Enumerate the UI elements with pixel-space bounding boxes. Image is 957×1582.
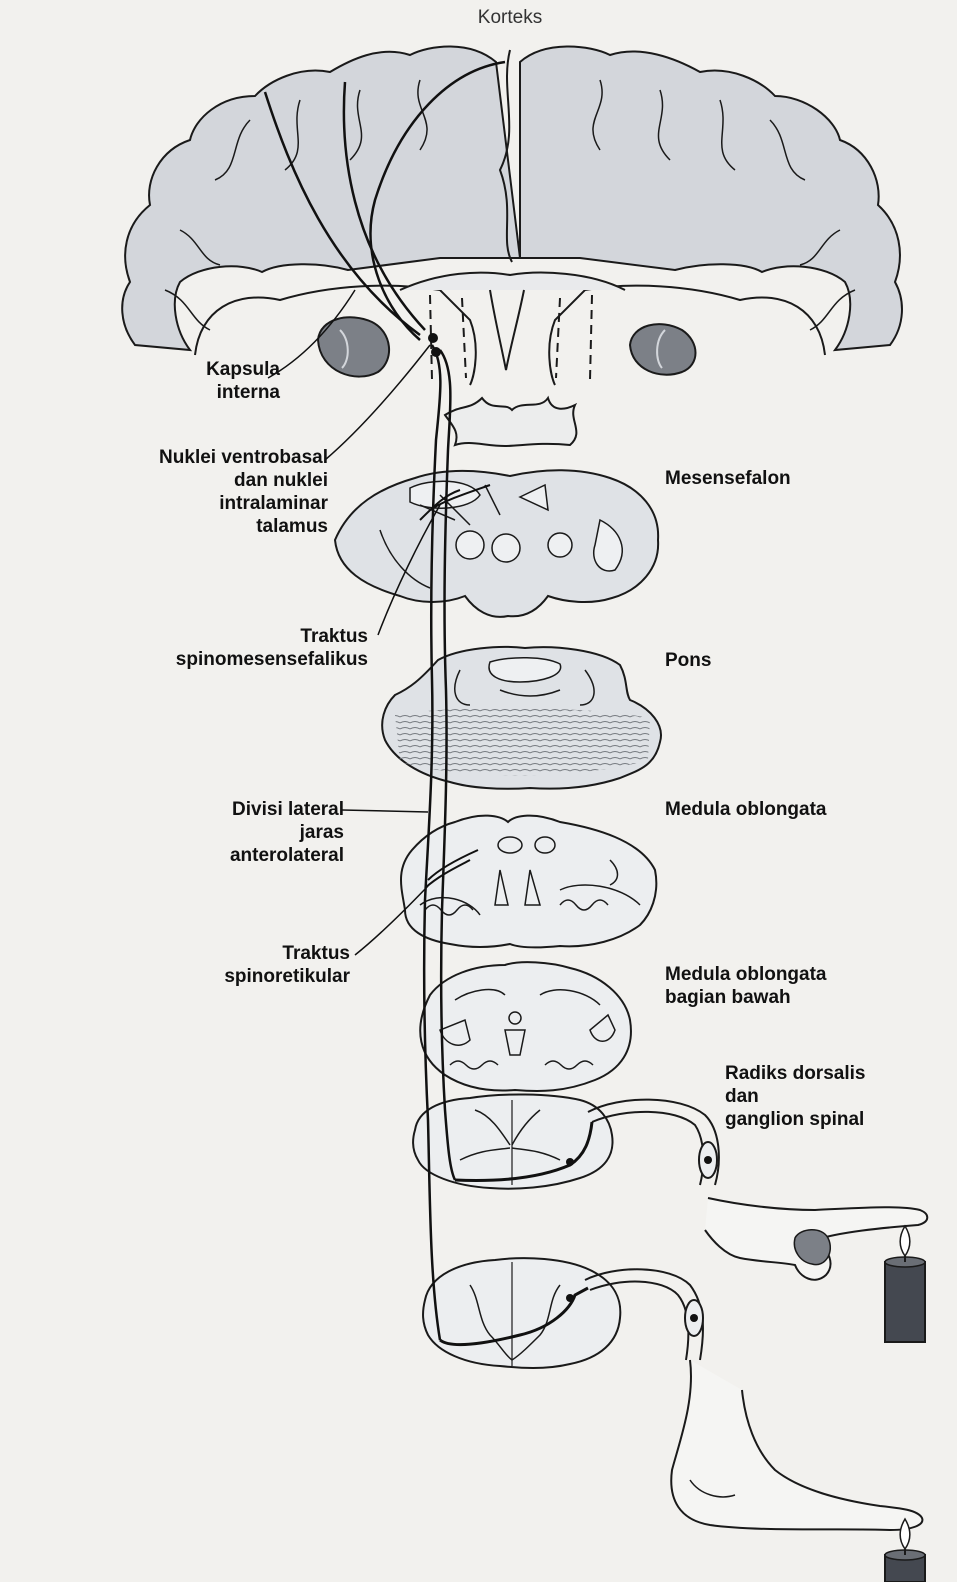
label-korteks: Korteks xyxy=(440,6,580,29)
label-line: spinoretikular xyxy=(150,965,350,988)
label-line: Medula oblongata xyxy=(665,963,827,986)
leader-divisi xyxy=(342,810,428,812)
right-hemisphere xyxy=(520,46,902,350)
label-line: Divisi lateral xyxy=(150,798,344,821)
label-line: dan xyxy=(725,1085,865,1108)
label-line: talamus xyxy=(20,515,328,538)
brain-coronal-section xyxy=(122,46,902,385)
ventricle-roof xyxy=(400,273,625,290)
label-line: intralaminar xyxy=(20,492,328,515)
label-nuklei-talamus: Nuklei ventrobasal dan nuklei intralamin… xyxy=(20,446,328,538)
lower-medulla-section xyxy=(420,962,631,1091)
label-line: jaras xyxy=(150,821,344,844)
label-line: Traktus xyxy=(80,625,368,648)
lumbar-spinal-cord-section xyxy=(423,1258,620,1368)
label-pons: Pons xyxy=(665,649,711,672)
label-line: Kapsula xyxy=(120,358,280,381)
cervical-spinal-cord-section xyxy=(413,1094,612,1188)
label-line: ganglion spinal xyxy=(725,1108,865,1131)
label-line: interna xyxy=(120,381,280,404)
label-line: Radiks dorsalis xyxy=(725,1062,865,1085)
inner-hemisphere-outline xyxy=(195,286,825,385)
label-divisi-lateral: Divisi lateral jaras anterolateral xyxy=(150,798,344,867)
label-medula-oblongata: Medula oblongata xyxy=(665,798,827,821)
left-hemisphere xyxy=(122,46,520,350)
medulla-oblongata-section xyxy=(401,816,656,948)
label-line: Nuklei ventrobasal xyxy=(20,446,328,469)
label-mesensefalon: Mesensefalon xyxy=(665,467,791,490)
label-line: spinomesensefalikus xyxy=(80,648,368,671)
diencephalon-connector xyxy=(445,398,576,446)
label-radiks-dorsalis: Radiks dorsalis dan ganglion spinal xyxy=(725,1062,865,1131)
label-medula-oblongata-bawah: Medula oblongata bagian bawah xyxy=(665,963,827,1009)
mesencephalon-section xyxy=(335,470,658,617)
foot-illustration xyxy=(671,1360,922,1530)
candle-upper-icon xyxy=(885,1226,925,1342)
label-kapsula-interna: Kapsula interna xyxy=(120,358,280,404)
label-line: bagian bawah xyxy=(665,986,827,1009)
label-traktus-spinomesensefalikus: Traktus spinomesensefalikus xyxy=(80,625,368,671)
third-ventricle xyxy=(490,290,524,370)
label-line: Traktus xyxy=(150,942,350,965)
pons-section xyxy=(382,647,661,789)
label-traktus-spinoretikular: Traktus spinoretikular xyxy=(150,942,350,988)
label-line: anterolateral xyxy=(150,844,344,867)
label-line: dan nuklei xyxy=(20,469,328,492)
